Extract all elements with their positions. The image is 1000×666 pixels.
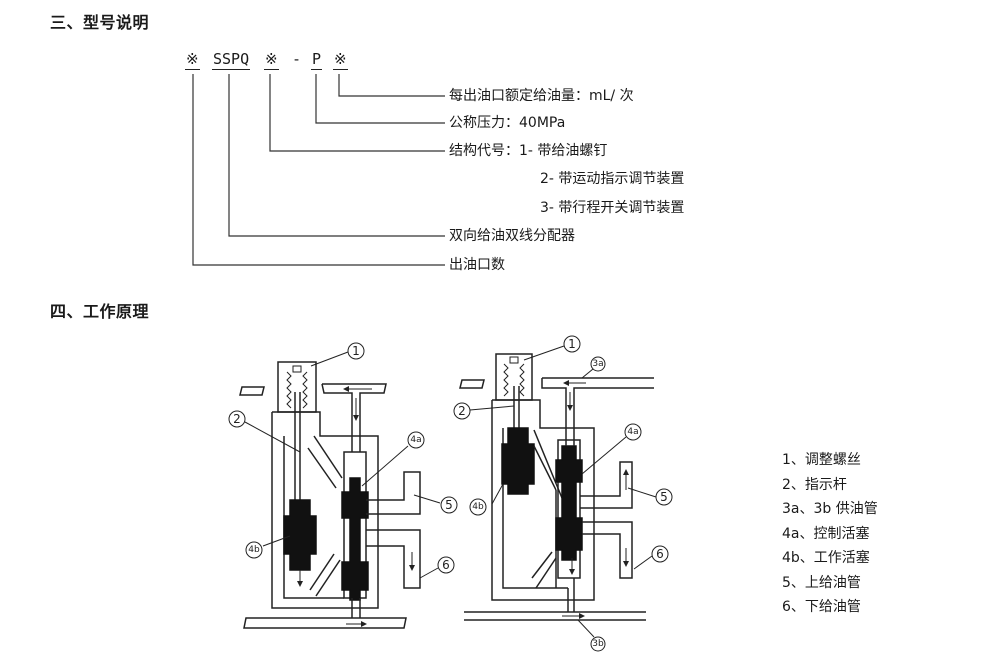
callout-right-1-label: 1 — [568, 337, 576, 351]
legend-item: 2、指示杆 — [782, 476, 847, 493]
supply-pipe-top — [322, 383, 387, 452]
callout-right-4b — [469, 498, 487, 516]
callout-left-1-label: 1 — [352, 344, 360, 358]
pipe-stub — [239, 386, 265, 396]
callout-left-4a-label: 4a — [410, 435, 421, 445]
callout-left-1 — [347, 342, 365, 360]
work-piston-4b-right — [501, 427, 535, 495]
screw-thread-left — [286, 371, 292, 409]
leader-series — [228, 74, 445, 237]
callout-left-5 — [440, 496, 458, 514]
body-outer-right — [491, 399, 595, 601]
callout-left-6 — [437, 556, 455, 574]
work-piston-4b — [283, 499, 317, 571]
model-code-leader-lines — [192, 74, 445, 266]
desc-pressure: 公称压力：40MPa — [449, 115, 566, 131]
section-heading-model: 三、型号说明 — [50, 13, 150, 32]
callout-right-4a-label: 4a — [627, 427, 638, 437]
callout-left-5-label: 5 — [445, 498, 453, 512]
code-part-structure: ※ — [264, 50, 279, 70]
legend-item: 4b、工作活塞 — [782, 550, 870, 566]
callout-right-6 — [651, 545, 669, 563]
upper-outlet-pipe-5 — [366, 471, 421, 515]
code-part-volume: ※ — [333, 50, 348, 70]
callout-left-6-label: 6 — [442, 558, 450, 572]
code-part-series: SSPQ — [212, 50, 251, 70]
desc-structure-1: 结构代号：1- 带给油螺钉 — [449, 143, 608, 159]
adjusting-screw-housing — [277, 361, 317, 413]
control-piston-4a-right — [555, 445, 583, 561]
callout-right-5 — [655, 488, 673, 506]
lower-outlet-pipe-6-right — [582, 521, 633, 579]
callout-right-1 — [563, 335, 581, 353]
lower-outlet-pipe-6 — [366, 529, 421, 589]
callout-right-3b — [590, 636, 606, 652]
code-part-dash: - — [292, 50, 302, 68]
leader-outlet-count — [192, 74, 445, 266]
callout-right-4a — [624, 423, 642, 441]
callout-left-4b-label: 4b — [248, 545, 260, 555]
diagram-right — [459, 353, 654, 621]
desc-series: 双向给油双线分配器 — [449, 228, 575, 244]
parts-legend: 1、调整螺丝 2、指示杆 3a、3b 供油管 4a、控制活塞 4b、工作活塞 5… — [782, 448, 878, 620]
body-inner — [283, 436, 344, 599]
supply-pipe-bottom — [243, 617, 407, 629]
callout-right-3b-label: 3b — [592, 639, 604, 649]
desc-volume: 每出油口额定给油量：mL/ 次 — [449, 88, 634, 104]
diagram-left — [239, 361, 421, 629]
callout-left-4a — [407, 431, 425, 449]
control-piston-4a — [341, 477, 369, 601]
callout-right-5-label: 5 — [660, 490, 668, 504]
callout-left-2 — [228, 410, 246, 428]
leader-structure — [269, 74, 445, 152]
code-part-outlet-count: ※ — [185, 50, 200, 70]
desc-structure-2: 2- 带运动指示调节装置 — [540, 171, 685, 187]
callout-right-3a-label: 3a — [592, 359, 603, 369]
legend-item: 4a、控制活塞 — [782, 525, 870, 542]
callout-right-6-label: 6 — [656, 547, 664, 561]
callout-left-2-label: 2 — [233, 412, 241, 426]
callout-right-2 — [453, 402, 471, 420]
body-outer — [271, 411, 379, 609]
leader-pressure — [315, 74, 445, 124]
desc-outlet-count: 出油口数 — [449, 257, 505, 273]
screw-thread-right — [302, 371, 308, 409]
section-heading-principle: 四、工作原理 — [50, 302, 150, 321]
callout-right-3a — [590, 356, 606, 372]
callout-left-4b — [245, 541, 263, 559]
callout-right-2-label: 2 — [458, 404, 466, 418]
code-part-pressure: P — [311, 50, 323, 70]
legend-item: 6、下给油管 — [782, 599, 861, 615]
callout-right-4b-label: 4b — [472, 502, 484, 512]
leader-volume — [338, 74, 445, 97]
control-cylinder-right — [557, 439, 581, 579]
desc-structure-3: 3- 带行程开关调节装置 — [540, 200, 685, 216]
upper-outlet-pipe-5-right — [580, 461, 633, 509]
legend-item: 1、调整螺丝 — [782, 452, 861, 468]
legend-item: 3a、3b 供油管 — [782, 501, 878, 517]
legend-item: 5、上给油管 — [782, 574, 861, 591]
